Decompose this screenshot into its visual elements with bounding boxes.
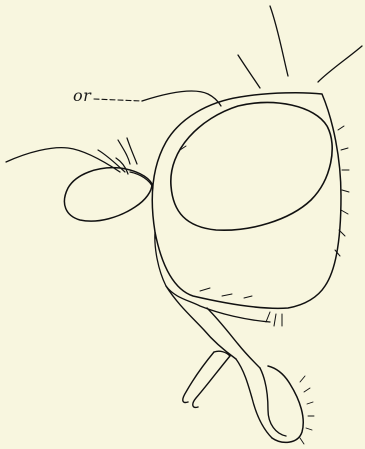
hair-right-5 (341, 210, 348, 214)
head-lower-margin (155, 232, 270, 322)
surface-mark-3 (222, 294, 232, 296)
vertical-bristle-3 (318, 46, 362, 82)
labella-seta-3 (307, 402, 313, 404)
labella-seta-6 (300, 438, 304, 444)
labella (268, 366, 303, 442)
hair-right-1 (338, 126, 344, 130)
hair-right-4 (342, 190, 349, 192)
labella-seta-2 (304, 388, 310, 392)
orbital-bristle (142, 91, 221, 106)
surface-mark-2 (200, 288, 210, 291)
labella-seta-1 (300, 376, 305, 382)
label-leader-line (94, 99, 142, 101)
compound-eye (171, 103, 332, 231)
hair-right-2 (341, 148, 348, 150)
vertical-bristle-1 (270, 6, 288, 76)
orbital-label: or (73, 86, 91, 105)
palp-right (193, 356, 230, 407)
haustellum (236, 359, 272, 438)
vertical-bristle-2 (238, 55, 260, 88)
haustellum-inner (260, 368, 286, 436)
rostrum-left-edge (166, 286, 236, 359)
head-capsule-outline (152, 93, 341, 309)
labella-seta-5 (306, 428, 312, 430)
mouth-fringe-1 (266, 312, 270, 322)
mouth-fringe-2 (274, 314, 276, 326)
surface-mark-4 (244, 296, 252, 298)
antenna-scape-lobe (64, 168, 152, 221)
